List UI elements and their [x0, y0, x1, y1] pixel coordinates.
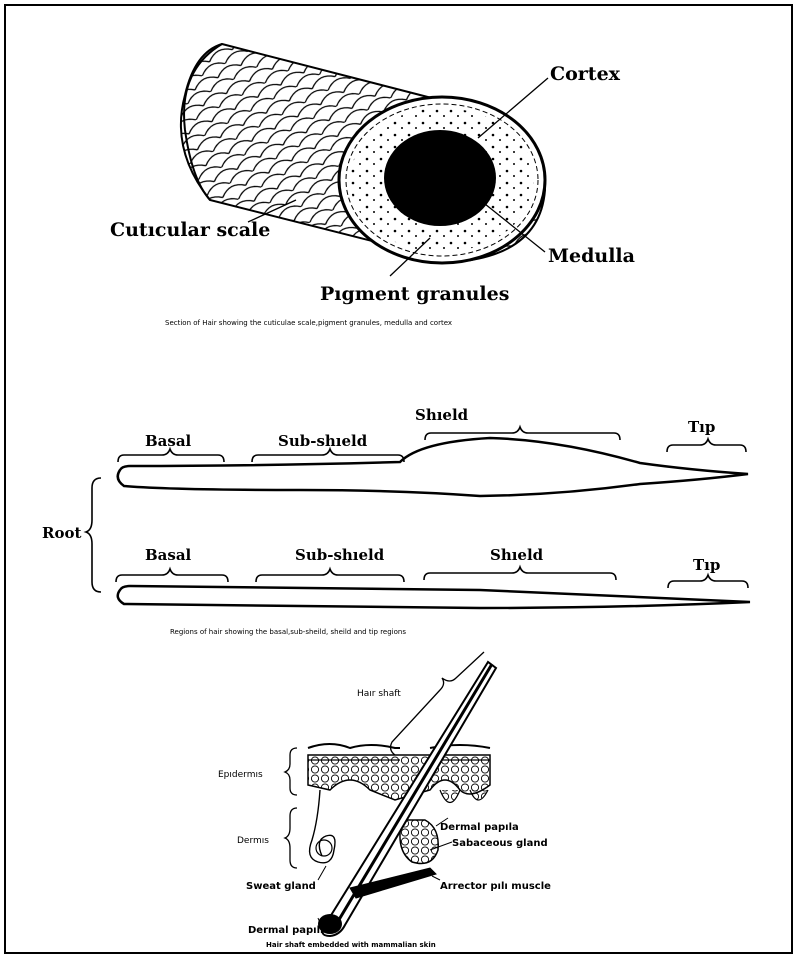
label-upper-shield: Shıeld	[415, 406, 469, 424]
brace-upper-shield	[425, 427, 620, 440]
brace-lower-sub-shield	[256, 569, 404, 582]
label-root: Root	[42, 524, 81, 542]
brace-root	[86, 478, 101, 592]
brace-lower-tip	[668, 575, 748, 588]
brace-lower-shield	[424, 567, 616, 580]
hair-regions: Basal Sub-shıeld Shıeld Tıp Basal Sub-sh…	[42, 406, 750, 636]
brace-upper-sub-shield	[252, 449, 404, 462]
label-dermal-papilla: Dermal papıla	[440, 822, 519, 833]
label-upper-sub-shield: Sub-shıeld	[278, 432, 368, 450]
label-lower-shield: Shıeld	[490, 546, 544, 564]
label-dermis: Dermıs	[237, 836, 269, 846]
brace-upper-basal	[118, 449, 224, 462]
brace-dermis	[285, 808, 297, 868]
label-epidermis: Epıdermıs	[218, 770, 263, 780]
label-upper-tip: Tıp	[688, 418, 715, 436]
medulla-core	[384, 130, 496, 226]
label-lower-tip: Tıp	[693, 556, 720, 574]
label-hair-shaft: Haır shaft	[357, 689, 401, 699]
label-lower-sub-shield: Sub-shıeld	[295, 546, 385, 564]
caption-skin: Hair shaft embedded with mammalian skin	[266, 941, 436, 949]
caption-regions: Regions of hair showing the basal,sub-sh…	[170, 628, 406, 636]
leader-sweat-gland	[318, 866, 326, 880]
brace-lower-basal	[116, 569, 228, 582]
brace-upper-tip	[667, 439, 746, 452]
hair-cross-section: Cortex Cutıcular scale Medulla Pıgment g…	[110, 44, 635, 327]
caption-cross-section: Section of Hair showing the cuticulae sc…	[165, 319, 452, 327]
leader-arrector	[432, 876, 440, 880]
label-lower-basal: Basal	[145, 546, 192, 564]
label-sabaceous-gland: Sabaceous gland	[452, 838, 548, 849]
epidermis-layer	[308, 755, 490, 800]
label-upper-basal: Basal	[145, 432, 192, 450]
label-pigment-granules: Pıgment granules	[320, 283, 509, 305]
brace-epidermis	[285, 748, 297, 795]
label-cortex: Cortex	[550, 63, 621, 85]
label-sweat-gland: Sweat gland	[246, 881, 316, 892]
label-dermal-papilla-lower: Dermal papılla	[248, 925, 330, 936]
hair-upper	[118, 438, 748, 496]
hair-in-skin: Haır shaft Epıdermıs Dermıs Dermal papıl…	[218, 652, 551, 949]
sebaceous-gland	[400, 820, 438, 864]
label-medulla: Medulla	[548, 245, 635, 267]
label-arrector-pili: Arrector pılı muscle	[440, 881, 551, 892]
hair-lower	[118, 586, 750, 608]
label-cuticular-scale: Cutıcular scale	[110, 219, 270, 241]
